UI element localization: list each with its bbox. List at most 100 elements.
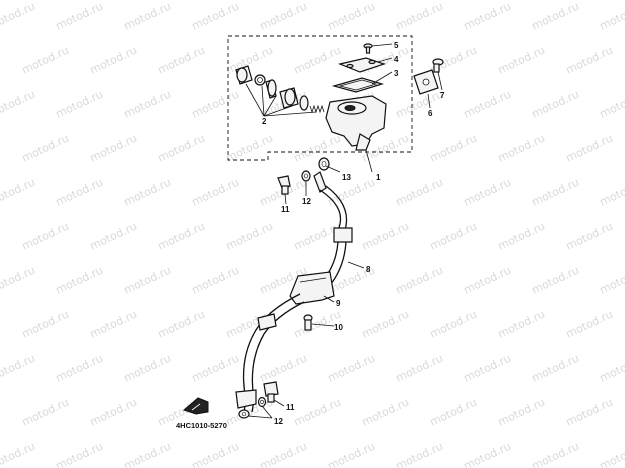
watermark-text: motod.ru (360, 308, 411, 341)
watermark-text: motod.ru (54, 440, 105, 468)
watermark-text: motod.ru (20, 220, 71, 253)
watermark-text: motod.ru (122, 440, 173, 468)
callout-1: 1 (376, 173, 381, 182)
drawing-code: 4HC1010-5270 (176, 421, 227, 430)
reservoir-cap-stack[interactable] (331, 57, 386, 93)
watermark-text: motod.ru (394, 440, 445, 468)
watermark-text: motod.ru (326, 0, 377, 33)
watermark-text: motod.ru (530, 264, 581, 297)
watermark-text: motod.ru (258, 440, 309, 468)
watermark-text: motod.ru (598, 88, 625, 121)
hose-guide[interactable] (289, 271, 335, 305)
washer-13[interactable] (318, 157, 330, 171)
watermark-text: motod.ru (564, 132, 615, 165)
watermark-text: motod.ru (428, 308, 479, 341)
copper-washer-lower[interactable] (257, 396, 267, 408)
watermark-text: motod.ru (190, 352, 241, 385)
watermark-text: motod.ru (20, 396, 71, 429)
callout-10: 10 (334, 323, 343, 332)
watermark-text: motod.ru (598, 352, 625, 385)
watermark-text: motod.ru (496, 44, 547, 77)
watermark-text: motod.ru (462, 352, 513, 385)
watermark-text: motod.ru (20, 308, 71, 341)
watermark-text: motod.ru (156, 132, 207, 165)
watermark-text: motod.ru (190, 0, 241, 33)
banjo-fitting-lower[interactable] (238, 409, 250, 419)
watermark-text: motod.ru (258, 352, 309, 385)
watermark-text: motod.ru (0, 440, 37, 468)
brake-hose[interactable] (313, 171, 353, 293)
watermark-text: motod.ru (156, 44, 207, 77)
watermark-text: motod.ru (122, 264, 173, 297)
watermark-text: motod.ru (20, 44, 71, 77)
watermark-text: motod.ru (190, 176, 241, 209)
watermark-text: motod.ru (462, 0, 513, 33)
watermark-text: motod.ru (496, 220, 547, 253)
brake-hose-lower[interactable] (235, 293, 305, 413)
union-bolt-lower[interactable] (263, 381, 279, 403)
watermark-text: motod.ru (88, 220, 139, 253)
watermark-text: motod.ru (462, 88, 513, 121)
union-bolt-upper[interactable] (277, 175, 291, 195)
watermark-text: motod.ru (88, 308, 139, 341)
watermark-text: motod.ru (326, 352, 377, 385)
watermark-text: motod.ru (496, 396, 547, 429)
watermark-text: motod.ru (598, 264, 625, 297)
watermark-text: motod.ru (394, 352, 445, 385)
watermark-text: motod.ru (54, 264, 105, 297)
watermark-text: motod.ru (496, 132, 547, 165)
callout-8: 8 (366, 265, 371, 274)
watermark-text: motod.ru (360, 396, 411, 429)
watermark-text: motod.ru (122, 88, 173, 121)
copper-washer-upper[interactable] (301, 170, 311, 182)
watermark-text: motod.ru (564, 44, 615, 77)
watermark-text: motod.ru (292, 132, 343, 165)
watermark-text: motod.ru (598, 176, 625, 209)
watermark-text: motod.ru (20, 132, 71, 165)
watermark-text: motod.ru (122, 0, 173, 33)
watermark-text: motod.ru (54, 0, 105, 33)
watermark-text: motod.ru (530, 176, 581, 209)
watermark-text: motod.ru (564, 220, 615, 253)
watermark-text: motod.ru (190, 88, 241, 121)
callout-12-lower: 12 (274, 417, 283, 426)
watermark-text: motod.ru (156, 308, 207, 341)
callout-3: 3 (394, 69, 399, 78)
watermark-text: motod.ru (598, 440, 625, 468)
watermark-text: motod.ru (530, 352, 581, 385)
watermark-text: motod.ru (224, 220, 275, 253)
bracket-holder[interactable] (413, 58, 444, 95)
watermark-text: motod.ru (462, 264, 513, 297)
callout-2: 2 (262, 117, 267, 126)
watermark-text: motod.ru (496, 308, 547, 341)
watermark-text: motod.ru (598, 0, 625, 33)
guide-bolt[interactable] (303, 314, 313, 331)
watermark-text: motod.ru (326, 440, 377, 468)
watermark-text: motod.ru (530, 440, 581, 468)
watermark-text: motod.ru (54, 88, 105, 121)
watermark-text: motod.ru (292, 396, 343, 429)
piston-kit[interactable] (235, 65, 325, 114)
watermark-text: motod.ru (88, 44, 139, 77)
watermark-text: motod.ru (156, 220, 207, 253)
cap-screw[interactable] (363, 43, 373, 54)
watermark-text: motod.ru (428, 132, 479, 165)
watermark-text: motod.ru (0, 0, 37, 33)
watermark-text: motod.ru (394, 0, 445, 33)
callout-6: 6 (428, 109, 433, 118)
watermark-text: motod.ru (54, 176, 105, 209)
watermark-text: motod.ru (462, 176, 513, 209)
watermark-text: motod.ru (462, 440, 513, 468)
watermark-text: motod.ru (88, 396, 139, 429)
callout-12-upper: 12 (302, 197, 311, 206)
watermark-text: motod.ru (0, 176, 37, 209)
watermark-text: motod.ru (428, 396, 479, 429)
master-cylinder[interactable] (325, 95, 387, 151)
watermark-text: motod.ru (564, 308, 615, 341)
callout-13: 13 (342, 173, 351, 182)
watermark-text: motod.ru (428, 220, 479, 253)
watermark-text: motod.ru (190, 440, 241, 468)
watermark-text: motod.ru (292, 44, 343, 77)
